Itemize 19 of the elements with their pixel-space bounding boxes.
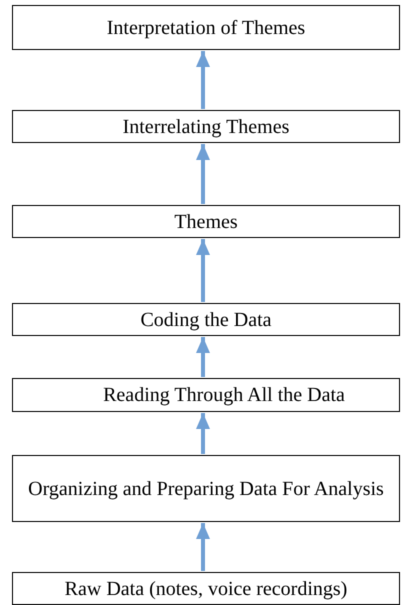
box-label: Raw Data (notes, voice recordings)	[64, 576, 348, 602]
box-label: Interpretation of Themes	[106, 16, 306, 40]
arrow	[196, 144, 210, 204]
process-box	[12, 572, 400, 605]
process-box	[12, 205, 400, 238]
arrow	[196, 337, 210, 377]
box-label: Reading Through All the Data	[103, 383, 345, 408]
box-label: Themes	[174, 210, 238, 234]
arrow	[196, 413, 210, 454]
box-label: Interrelating Themes	[122, 114, 290, 140]
process-box	[12, 5, 400, 50]
arrow	[196, 51, 210, 109]
process-box	[12, 110, 400, 143]
arrow	[196, 523, 210, 571]
box-label: Organizing and Preparing Data For Analysis	[28, 476, 384, 502]
box-label: Coding the Data	[140, 308, 272, 332]
process-box	[12, 455, 400, 522]
process-box	[12, 378, 400, 412]
process-box	[12, 303, 400, 336]
